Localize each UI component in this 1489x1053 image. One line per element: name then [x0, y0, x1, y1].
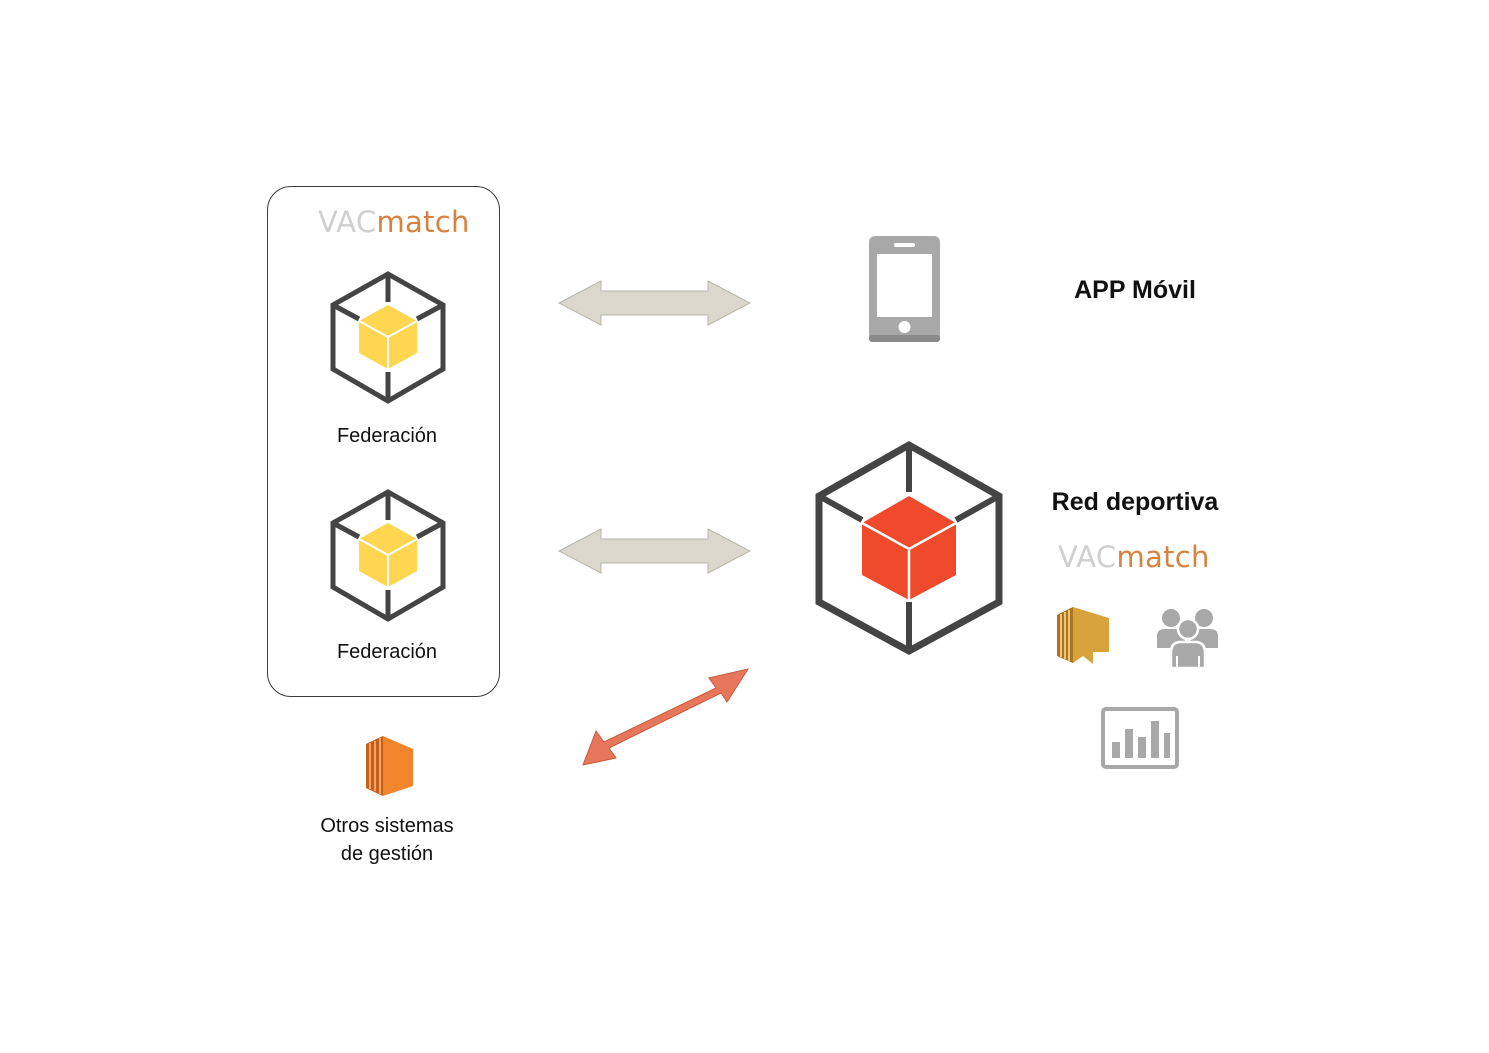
federation-label-bottom: Federación	[336, 641, 438, 663]
cube-node-icon	[330, 489, 446, 622]
server-stack-icon	[1057, 607, 1109, 664]
cube-node-icon	[815, 440, 1003, 655]
double-arrow-icon	[557, 280, 752, 326]
mobile-phone-icon	[869, 236, 940, 342]
double-arrow-diagonal-icon	[582, 668, 750, 766]
cube-node-icon	[330, 271, 446, 404]
other-systems-line2: de gestión	[340, 843, 434, 865]
vacmatch-logo-left: VACmatch	[318, 205, 470, 239]
vacmatch-group-box	[267, 186, 500, 697]
bar-chart-icon	[1101, 707, 1179, 769]
vacmatch-logo-right: VACmatch	[1058, 540, 1210, 574]
federation-label-top: Federación	[336, 425, 438, 447]
app-label: APP Móvil	[1074, 276, 1196, 304]
double-arrow-icon	[557, 528, 752, 574]
other-systems-label: Otros sistemas de gestión	[300, 812, 474, 868]
brand-part-vac: VAC	[318, 205, 377, 239]
other-systems-line1: Otros sistemas	[320, 815, 454, 837]
brand-part-vac: VAC	[1058, 540, 1117, 574]
brand-part-match: match	[1116, 540, 1210, 574]
brand-part-match: match	[376, 205, 470, 239]
server-stack-icon	[366, 736, 413, 796]
users-group-icon	[1157, 609, 1218, 670]
network-label: Red deportiva	[1051, 488, 1219, 516]
